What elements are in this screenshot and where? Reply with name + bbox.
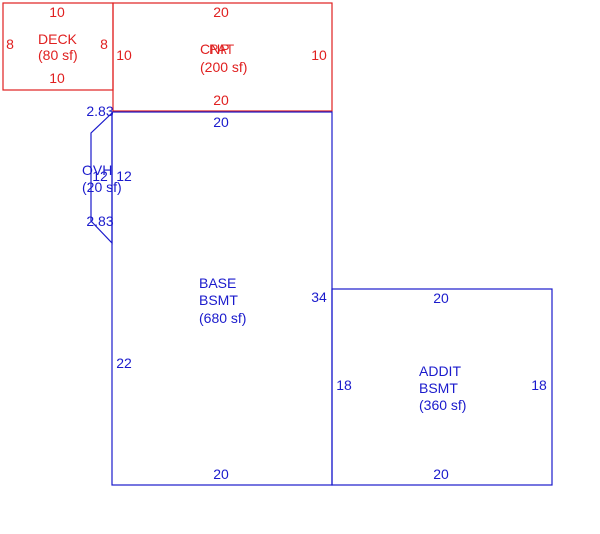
addit-name: ADDIT xyxy=(419,363,461,379)
ovh-right-dim: 12 xyxy=(116,168,132,184)
ovh-left-dim: 12 xyxy=(92,168,108,184)
patio-bottom-dim: 20 xyxy=(213,92,229,108)
base-left-dim: 22 xyxy=(116,355,132,371)
deck-name: DECK xyxy=(38,31,78,47)
ovh-area-value: (20 sf) xyxy=(82,179,122,195)
addit-top-dim: 20 xyxy=(433,290,449,306)
deck-top-dim: 10 xyxy=(49,4,65,20)
deck-bottom-dim: 10 xyxy=(49,70,65,86)
patio-top-dim: 20 xyxy=(213,4,229,20)
patio-outline xyxy=(112,2,333,112)
base-right-dim: 34 xyxy=(311,289,327,305)
deck-area-value: (80 sf) xyxy=(38,47,78,63)
ovh-name: OVH xyxy=(82,162,112,178)
patio-name-pat: PAT xyxy=(209,41,235,57)
deck-area: 10 10 8 8 DECK (80 sf) xyxy=(2,2,114,91)
patio-right-dim: 10 xyxy=(311,47,327,63)
ovh-top-diag-dim: 2.83 xyxy=(86,103,113,119)
addit-bottom-dim: 20 xyxy=(433,466,449,482)
deck-left-dim: 8 xyxy=(6,36,14,52)
base-sub: BSMT xyxy=(199,292,238,308)
base-area-value: (680 sf) xyxy=(199,310,246,326)
patio-left-dim: 10 xyxy=(116,47,132,63)
base-name: BASE xyxy=(199,275,236,291)
addit-bsmt-area: 20 20 18 18 ADDIT BSMT (360 sf) xyxy=(331,288,553,486)
base-bottom-dim: 20 xyxy=(213,466,229,482)
patio-area: 20 20 10 10 CNP PAT (200 sf) xyxy=(112,2,333,112)
addit-area-value: (360 sf) xyxy=(419,397,466,413)
ovh-bottom-diag-dim: 2.83 xyxy=(86,213,113,229)
addit-left-dim: 18 xyxy=(336,377,352,393)
addit-bsmt-outline xyxy=(331,288,553,486)
addit-right-dim: 18 xyxy=(531,377,547,393)
deck-right-dim: 8 xyxy=(100,36,108,52)
addit-sub: BSMT xyxy=(419,380,458,396)
ovh-area: 2.83 2.83 12 12 OVH (20 sf) xyxy=(82,103,132,245)
patio-name-cnp: CNP xyxy=(200,41,230,57)
base-bsmt-area: 20 20 22 34 BASE BSMT (680 sf) xyxy=(111,111,333,486)
base-top-dim: 20 xyxy=(213,114,229,130)
patio-area-value: (200 sf) xyxy=(200,59,247,75)
